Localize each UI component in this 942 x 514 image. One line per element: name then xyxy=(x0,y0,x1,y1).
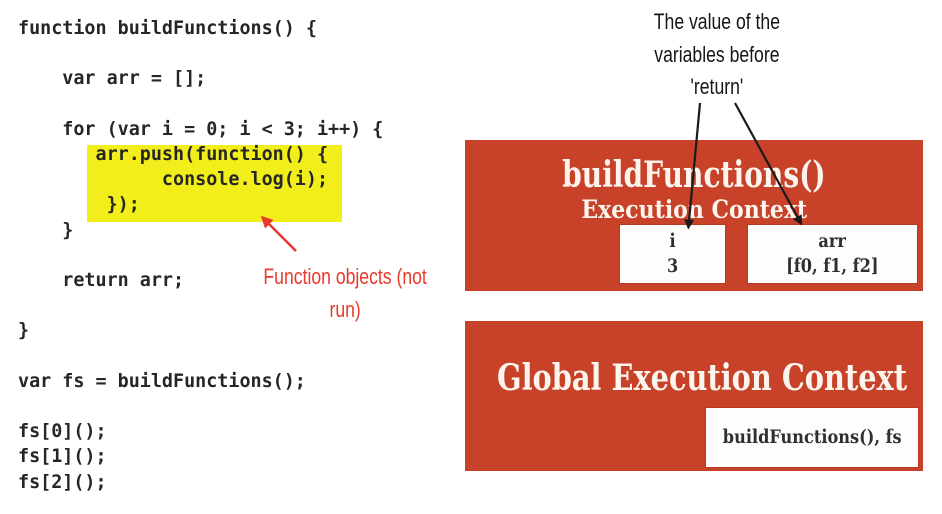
variable-box-arr: arr [f0, f1, f2] xyxy=(748,225,917,283)
annotation-variables-note: The value of the variables before 'retur… xyxy=(597,6,837,104)
variable-i-name: i xyxy=(669,230,676,252)
code-highlight xyxy=(87,145,342,222)
variable-i-value: 3 xyxy=(666,255,679,277)
global-context-title: Global Execution Context xyxy=(497,357,908,399)
variable-box-i: i 3 xyxy=(620,225,725,283)
code-block: function buildFunctions() { var arr = []… xyxy=(18,18,384,493)
annotation-function-objects-text: Function objects (not run) xyxy=(263,264,428,322)
variable-arr-value: [f0, f1, f2] xyxy=(786,255,879,277)
global-variables-contents: buildFunctions(), fs xyxy=(722,426,902,448)
buildfunctions-context-title: buildFunctions() xyxy=(562,154,826,196)
annotation-function-objects: Function objects (not run) xyxy=(243,261,448,326)
buildfunctions-context-box: buildFunctions() Execution Context i 3 a… xyxy=(465,140,923,291)
global-context-title-row: Global Execution Context xyxy=(497,355,942,401)
buildfunctions-context-subtitle: Execution Context xyxy=(581,195,807,224)
global-variables-box: buildFunctions(), fs xyxy=(706,408,918,467)
buildfunctions-context-subtitle-row: Execution Context xyxy=(465,195,923,225)
buildfunctions-context-title-row: buildFunctions() xyxy=(465,153,923,197)
annotation-variables-note-text: The value of the variables before 'retur… xyxy=(653,9,781,99)
variable-arr-name: arr xyxy=(818,230,847,252)
global-context-box: Global Execution Context buildFunctions(… xyxy=(465,321,923,471)
